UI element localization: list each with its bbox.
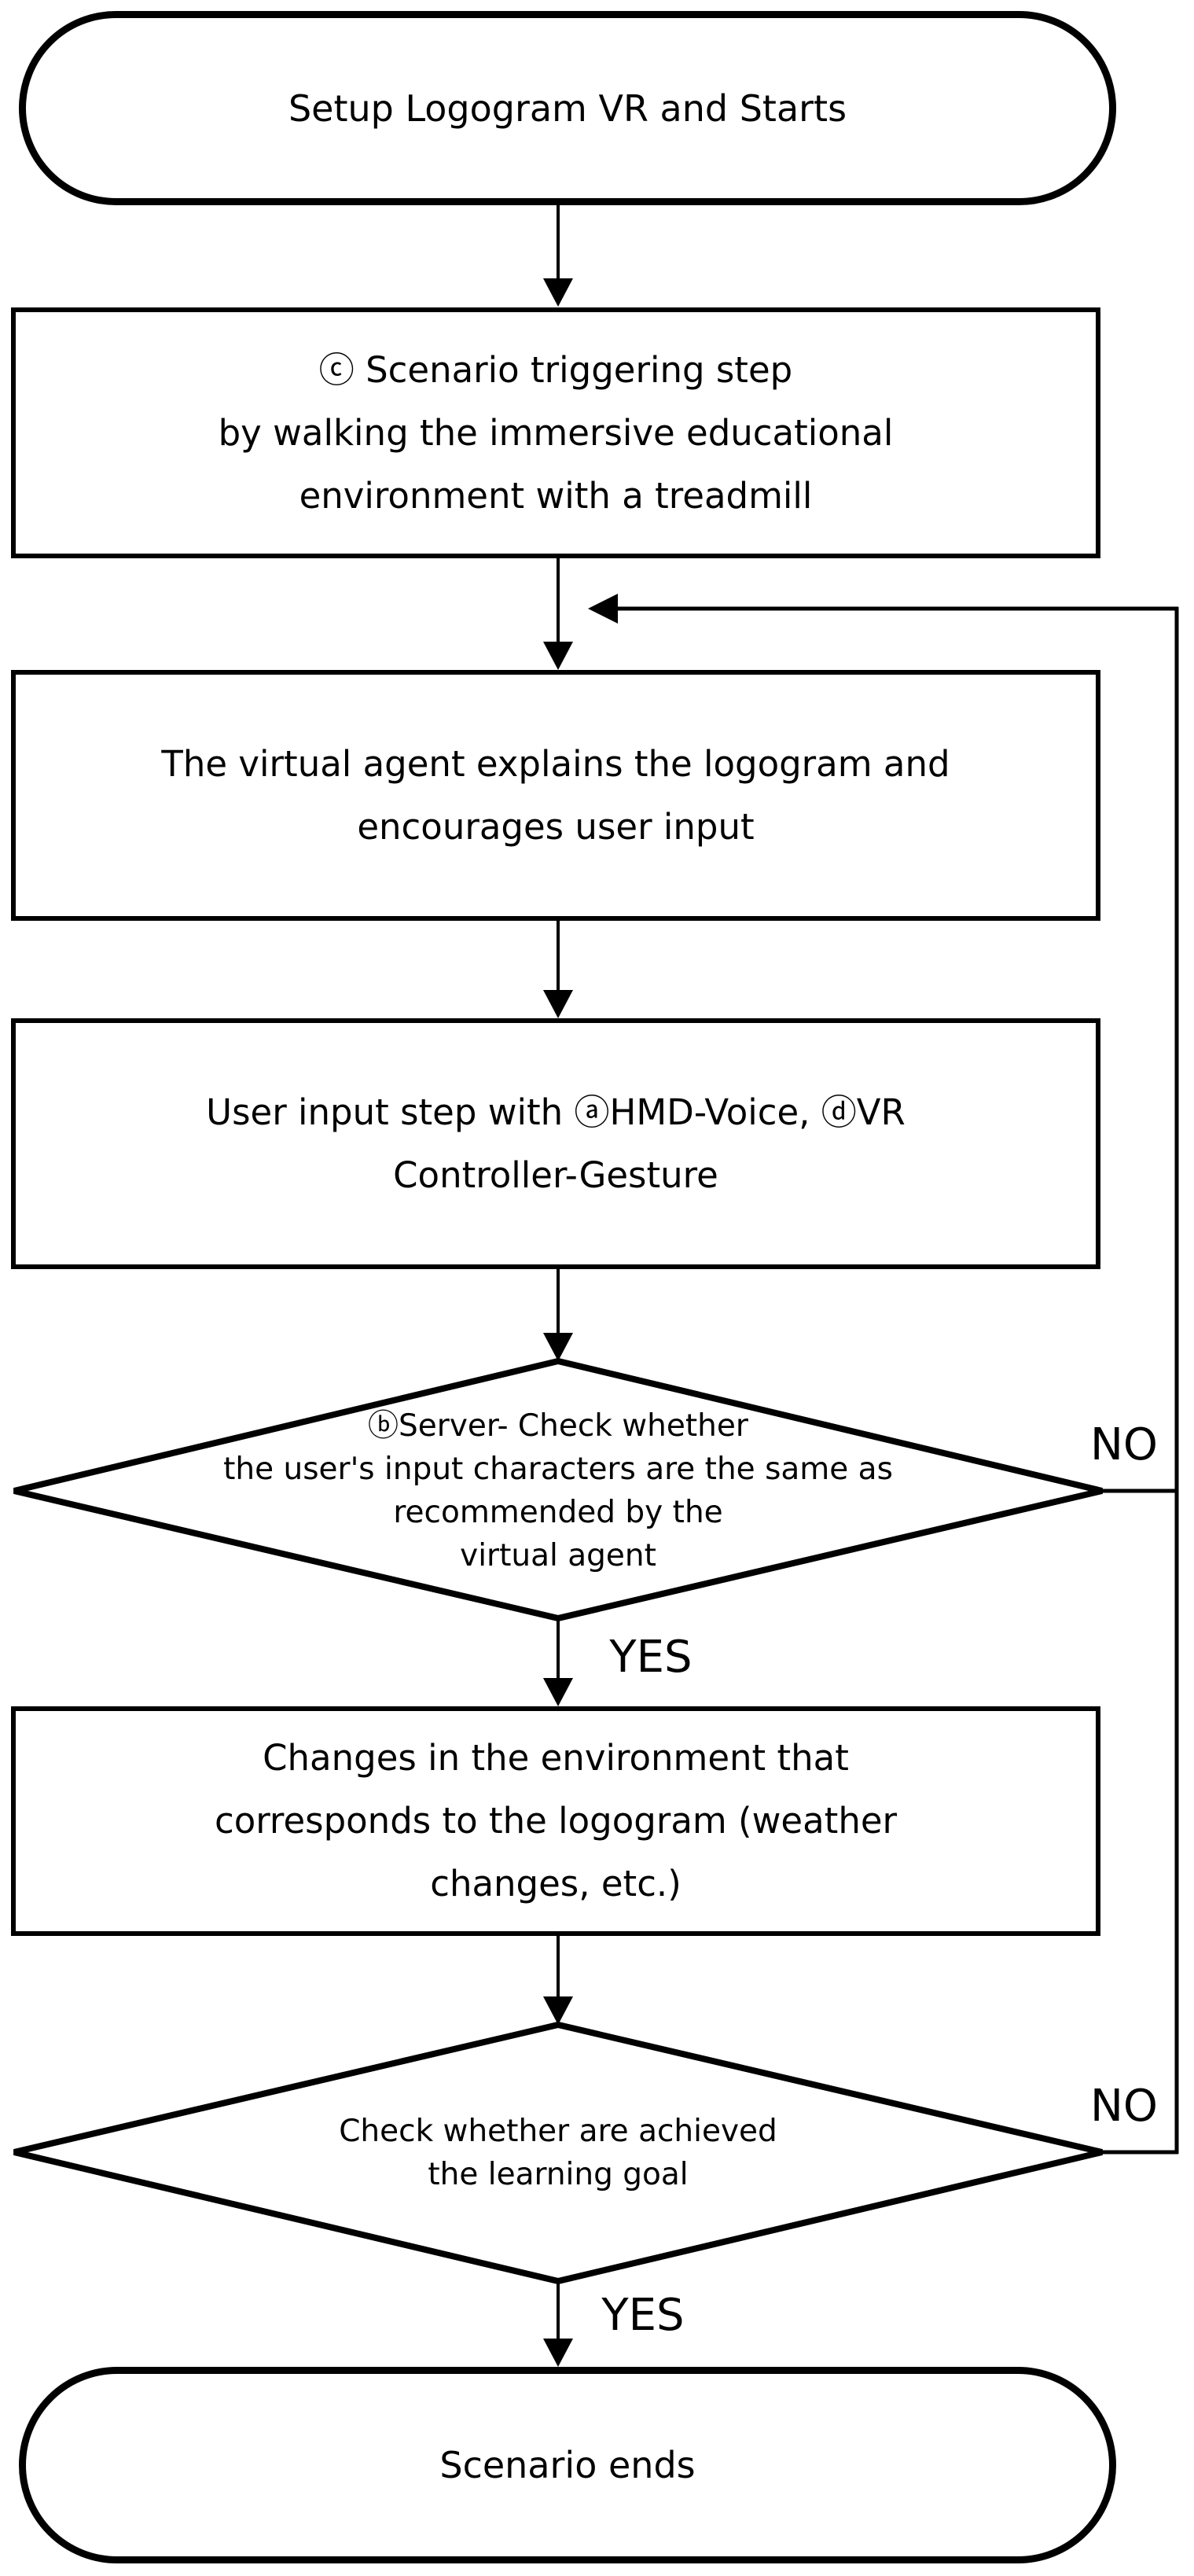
node-text-line: encourages user input [357, 805, 755, 848]
node-text-line: corresponds to the logogram (weather [214, 1800, 898, 1842]
node-text-line: The virtual agent explains the logogram … [161, 742, 950, 785]
node-text-line: changes, etc.) [430, 1863, 681, 1904]
node-text-line: the learning goal [428, 2156, 689, 2192]
node-text-line: Scenario ends [439, 2444, 696, 2486]
terminator-end: Scenario ends [19, 2367, 1116, 2563]
process-environment-changes: Changes in the environment that correspo… [11, 1706, 1100, 1936]
node-text-line: environment with a treadmill [299, 474, 813, 517]
node-text-line: the user's input characters are the same… [223, 1452, 893, 1487]
edge-label-yes-server-check: YES [609, 1632, 693, 1683]
node-text-line: recommended by the [393, 1495, 723, 1530]
node-text-line: Changes in the environment that [263, 1737, 849, 1779]
node-text-line: by walking the immersive educational [218, 411, 894, 454]
arrowhead-down-icon [543, 990, 573, 1018]
arrowhead-down-icon [543, 1678, 573, 1706]
edge-label-no-server-check: NO [1090, 1419, 1158, 1470]
edge-label-no-goal-check: NO [1090, 2081, 1158, 2132]
process-scenario-trigger: ⓒ Scenario triggering step by walking th… [11, 307, 1100, 558]
node-text-line: Setup Logogram VR and Starts [288, 86, 847, 130]
edge-label-yes-goal-check: YES [601, 2290, 685, 2341]
node-text-line: User input step with ⓐHMD-Voice, ⓓVR [206, 1091, 906, 1133]
arrowhead-down-icon [543, 642, 573, 670]
decision-server-check-text: ⓑServer- Check whether the user's input … [165, 1377, 951, 1605]
arrowhead-left-icon [588, 594, 618, 624]
process-agent-explains: The virtual agent explains the logogram … [11, 670, 1100, 921]
process-user-input: User input step with ⓐHMD-Voice, ⓓVR Con… [11, 1018, 1100, 1269]
decision-goal-check-text: Check whether are achieved the learning … [165, 2052, 951, 2253]
node-text-line: ⓒ Scenario triggering step [318, 348, 793, 391]
node-text-line: Check whether are achieved [339, 2113, 777, 2149]
node-text-line: virtual agent [460, 1538, 656, 1573]
arrowhead-down-icon [543, 1333, 573, 1361]
arrowhead-down-icon [543, 2339, 573, 2367]
arrowhead-down-icon [543, 1996, 573, 2025]
node-text-line: Controller-Gesture [393, 1154, 718, 1196]
arrowhead-down-icon [543, 278, 573, 307]
terminator-start: Setup Logogram VR and Starts [19, 11, 1116, 205]
node-text-line: ⓑServer- Check whether [368, 1408, 748, 1444]
